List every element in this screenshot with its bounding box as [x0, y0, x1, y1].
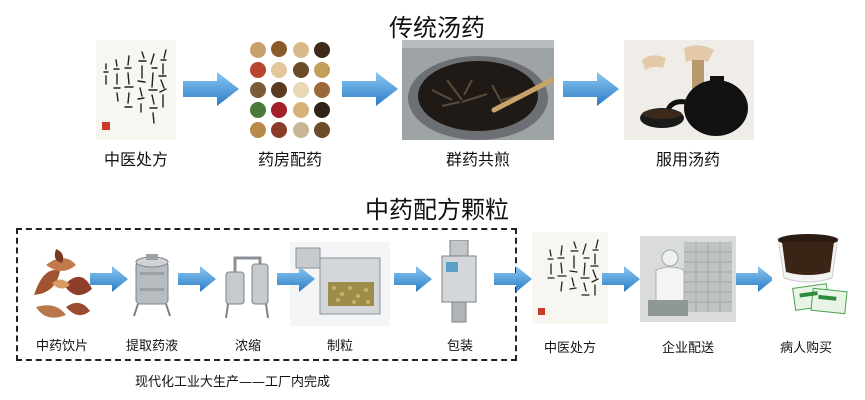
factory-caption: 现代化工业大生产——工厂内完成 — [135, 375, 331, 390]
clay-pot-image — [624, 40, 754, 140]
step-label: 提取药液 — [125, 339, 178, 354]
packaging-machine-image — [434, 240, 484, 324]
extraction-tank-image — [126, 252, 178, 318]
arrow-right-icon — [90, 266, 128, 292]
arrow-right-icon — [494, 266, 532, 292]
arrow-right-icon — [563, 72, 619, 106]
step-label: 中医处方 — [103, 150, 168, 169]
step-label: 浓缩 — [234, 339, 261, 354]
step-label: 中医处方 — [543, 341, 596, 356]
factory-process-box — [16, 228, 517, 361]
step-label: 企业配送 — [661, 341, 714, 356]
concentrator-image — [218, 250, 278, 320]
step-label: 制粒 — [326, 339, 353, 354]
prescription-image — [96, 40, 176, 140]
arrow-right-icon — [394, 266, 432, 292]
prescription-image — [532, 232, 608, 324]
herb-bowls-image — [246, 40, 334, 140]
granule-drink-image — [772, 232, 854, 324]
decoction-pot-image — [402, 40, 554, 140]
arrow-right-icon — [277, 266, 315, 292]
herb-slices-image — [26, 245, 98, 325]
step-label: 群药共煎 — [445, 150, 510, 169]
arrow-right-icon — [183, 72, 239, 106]
pharmacy-worker-image — [640, 236, 736, 322]
granules-title: 中药配方颗粒 — [365, 196, 509, 224]
step-label: 包装 — [446, 339, 473, 354]
arrow-right-icon — [602, 266, 640, 292]
arrow-right-icon — [342, 72, 398, 106]
step-label: 中药饮片 — [35, 339, 88, 354]
traditional-title: 传统汤药 — [389, 14, 485, 42]
step-label: 病人购买 — [779, 341, 832, 356]
step-label: 药房配药 — [257, 150, 322, 169]
arrow-right-icon — [736, 266, 774, 292]
arrow-right-icon — [178, 266, 216, 292]
step-label: 服用汤药 — [655, 150, 720, 169]
